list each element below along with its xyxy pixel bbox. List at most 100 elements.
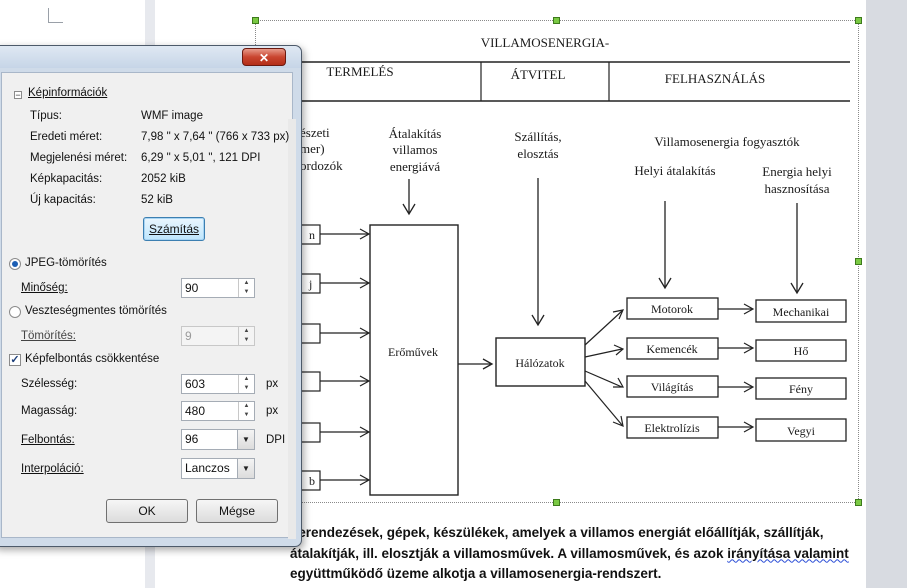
reduce-resolution-checkbox[interactable]: ✓	[9, 354, 21, 366]
quality-spin-arrows[interactable]: ▲▼	[238, 279, 254, 297]
quality-label: Minőség:	[21, 282, 68, 294]
result-box-light: Fény	[789, 382, 813, 396]
consumer-box-lighting: Világítás	[651, 380, 694, 394]
consumers-label: Villamosenergia fogyasztók	[654, 134, 800, 149]
compression-spin-arrows[interactable]: ▲▼	[238, 327, 254, 345]
conversion-label-1: Átalakítás	[389, 126, 442, 141]
resolution-dropdown-icon[interactable]: ▼	[237, 430, 254, 449]
conversion-label-2: villamos	[393, 142, 438, 157]
height-unit: px	[266, 405, 279, 417]
power-plants-label: Erőművek	[388, 345, 438, 359]
resize-handle-bottom-right[interactable]	[855, 499, 862, 506]
jpeg-compression-radio[interactable]	[9, 258, 21, 270]
body-line-2: átalakítják, ill. elosztják a villamosmű…	[290, 544, 860, 565]
dialog-titlebar[interactable]	[0, 46, 301, 68]
width-spinbox[interactable]: 603 ▲▼	[181, 374, 255, 394]
info-image-size-label: Képkapacitás:	[30, 173, 103, 185]
resolution-combobox[interactable]: 96 ▼	[181, 429, 255, 450]
height-spinbox[interactable]: 480 ▲▼	[181, 401, 255, 421]
body-line-3: együttműködő üzeme alkotja a villamosene…	[290, 566, 662, 581]
lossless-compression-radio[interactable]	[9, 306, 21, 318]
width-label: Szélesség:	[21, 378, 78, 390]
info-display-size-label: Megjelenési méret:	[30, 152, 128, 164]
info-new-size-value: 52 kiB	[141, 194, 173, 206]
interpolation-dropdown-icon[interactable]: ▼	[237, 459, 254, 478]
info-original-size-value: 7,98 " x 7,64 " (766 x 733 px)	[141, 131, 290, 143]
height-value: 480	[185, 404, 206, 418]
consumer-box-electrolysis: Elektrolízis	[644, 421, 700, 435]
calculate-button[interactable]: Számítás	[143, 217, 205, 241]
resize-handle-right[interactable]	[855, 258, 862, 265]
resolution-unit: DPI	[266, 434, 286, 446]
dialog-body: − Képinformációk Típus: WMF image Eredet…	[1, 72, 296, 539]
interpolation-value: Lanczos	[185, 461, 230, 475]
compression-label: Tömörítés:	[21, 330, 76, 342]
result-box-heat: Hő	[794, 344, 809, 358]
compression-spinbox[interactable]: 9 ▲▼	[181, 326, 255, 346]
info-type-label: Típus:	[30, 110, 62, 122]
conversion-label-3: energiává	[390, 159, 441, 174]
info-type-value: WMF image	[141, 110, 203, 122]
power-plants-box	[369, 224, 459, 496]
info-image-size-value: 2052 kiB	[141, 173, 186, 185]
ok-button[interactable]: OK	[106, 499, 188, 523]
document-body-text[interactable]: berendezések, gépek, készülékek, amelyek…	[290, 523, 860, 585]
width-value: 603	[185, 377, 206, 391]
spellcheck-underlined-text: irányítása valamint	[727, 545, 849, 561]
image-info-section-title: Képinformációk	[28, 87, 108, 99]
consumer-box-furnaces: Kemencék	[646, 342, 697, 356]
left-label-3: ordozók	[300, 158, 343, 173]
local-use-label-2: hasznosítása	[765, 181, 830, 196]
resize-handle-top-left[interactable]	[252, 17, 259, 24]
close-button[interactable]: ✕	[242, 48, 286, 66]
left-box-2-label: j	[308, 277, 312, 291]
margin-corner-mark	[48, 8, 63, 23]
resize-handle-top[interactable]	[553, 17, 560, 24]
resize-handle-top-right[interactable]	[855, 17, 862, 24]
width-unit: px	[266, 378, 279, 390]
interpolation-label: Interpoláció:	[21, 463, 84, 475]
result-box-chemical: Vegyi	[787, 424, 816, 438]
collapse-section-icon[interactable]: −	[14, 90, 22, 100]
result-box-mechanical: Mechanikai	[773, 305, 830, 319]
transport-label-1: Szállítás,	[514, 129, 561, 144]
calculate-button-label: Számítás	[148, 222, 199, 236]
diagram-title: VILLAMOSENERGIA-	[481, 35, 610, 50]
interpolation-combobox[interactable]: Lanczos ▼	[181, 458, 255, 479]
cancel-button[interactable]: Mégse	[196, 499, 278, 523]
reduce-resolution-label: Képfelbontás csökkentése	[25, 353, 160, 365]
compression-value: 9	[185, 329, 192, 343]
resolution-label: Felbontás:	[21, 434, 75, 446]
networks-label: Hálózatok	[515, 356, 564, 370]
left-box-1-label: n	[309, 228, 315, 242]
info-display-size-value: 6,29 " x 5,01 ", 121 DPI	[141, 152, 261, 164]
col-usage: FELHASZNÁLÁS	[665, 71, 765, 86]
diagram-svg: VILLAMOSENERGIA- TERMELÉS ÁTVITEL FELHAS…	[284, 35, 850, 496]
diagram-image[interactable]: VILLAMOSENERGIA- TERMELÉS ÁTVITEL FELHAS…	[255, 21, 859, 503]
left-box-6-label: b	[309, 474, 315, 488]
consumer-box-motors: Motorok	[651, 302, 693, 316]
col-production: TERMELÉS	[326, 64, 393, 79]
info-new-size-label: Új kapacitás:	[30, 194, 96, 206]
networks-box	[495, 337, 586, 387]
height-label: Magasság:	[21, 405, 78, 417]
body-line-1: berendezések, gépek, készülékek, amelyek…	[290, 525, 824, 540]
local-use-label-1: Energia helyi	[762, 164, 832, 179]
resize-handle-bottom[interactable]	[553, 499, 560, 506]
left-label-1: észeti	[300, 125, 330, 140]
local-conversion-label: Helyi átalakítás	[634, 163, 715, 178]
left-label-2: mer)	[300, 141, 325, 156]
info-original-size-label: Eredeti méret:	[30, 131, 103, 143]
jpeg-compression-label: JPEG-tömörítés	[25, 257, 107, 269]
document-background	[866, 0, 907, 588]
body-line-2-text: átalakítják, ill. elosztják a villamosmű…	[290, 545, 728, 561]
col-transmission: ÁTVITEL	[511, 67, 566, 82]
lossless-compression-label: Veszteségmentes tömörítés	[25, 305, 167, 317]
quality-spinbox[interactable]: 90 ▲▼	[181, 278, 255, 298]
resolution-value: 96	[185, 432, 199, 446]
compress-image-dialog: ✕ − Képinformációk Típus: WMF image Ered…	[0, 45, 302, 547]
dialog-scrollbar[interactable]	[288, 119, 296, 539]
width-spin-arrows[interactable]: ▲▼	[238, 375, 254, 393]
height-spin-arrows[interactable]: ▲▼	[238, 402, 254, 420]
quality-value: 90	[185, 281, 199, 295]
